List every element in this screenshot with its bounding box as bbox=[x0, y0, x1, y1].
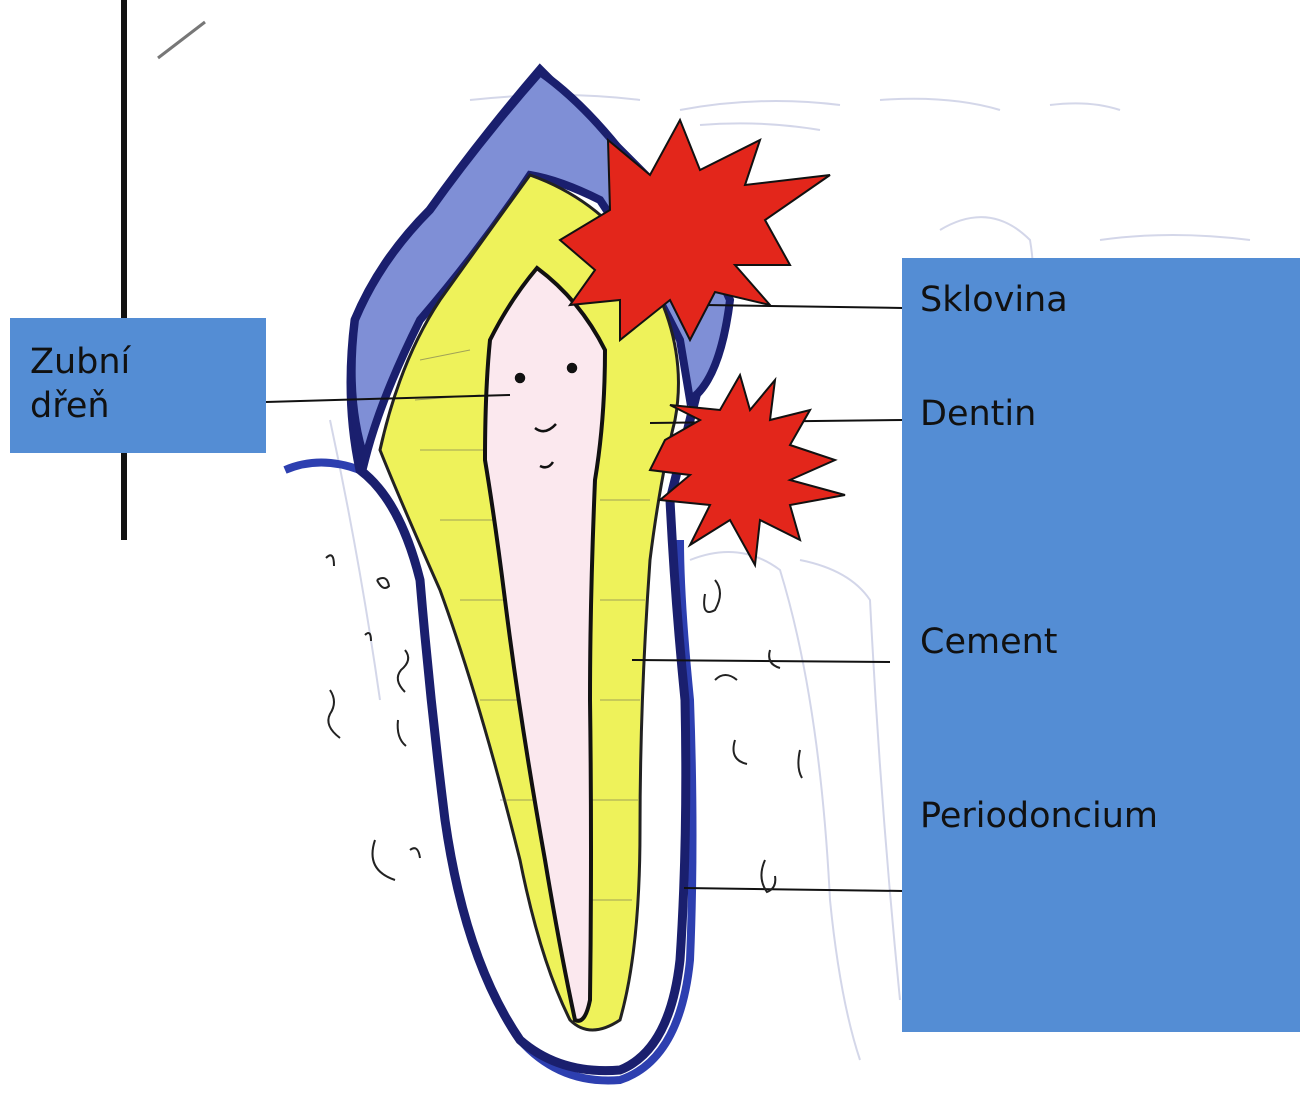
pointer-enamel bbox=[706, 305, 903, 308]
label-box-pulp: Zubní dřeň bbox=[10, 318, 266, 453]
label-box-right: Sklovina Dentin Cement Periodoncium bbox=[902, 258, 1300, 1032]
label-cement: Cement bbox=[920, 620, 1058, 664]
label-enamel: Sklovina bbox=[920, 278, 1068, 322]
label-periodontium: Periodoncium bbox=[920, 794, 1158, 838]
paper-edge bbox=[121, 0, 127, 540]
pointer-periodontium bbox=[684, 888, 903, 891]
pen-stroke bbox=[158, 22, 205, 58]
label-dentin: Dentin bbox=[920, 392, 1036, 436]
label-pulp: Zubní dřeň bbox=[30, 340, 130, 428]
